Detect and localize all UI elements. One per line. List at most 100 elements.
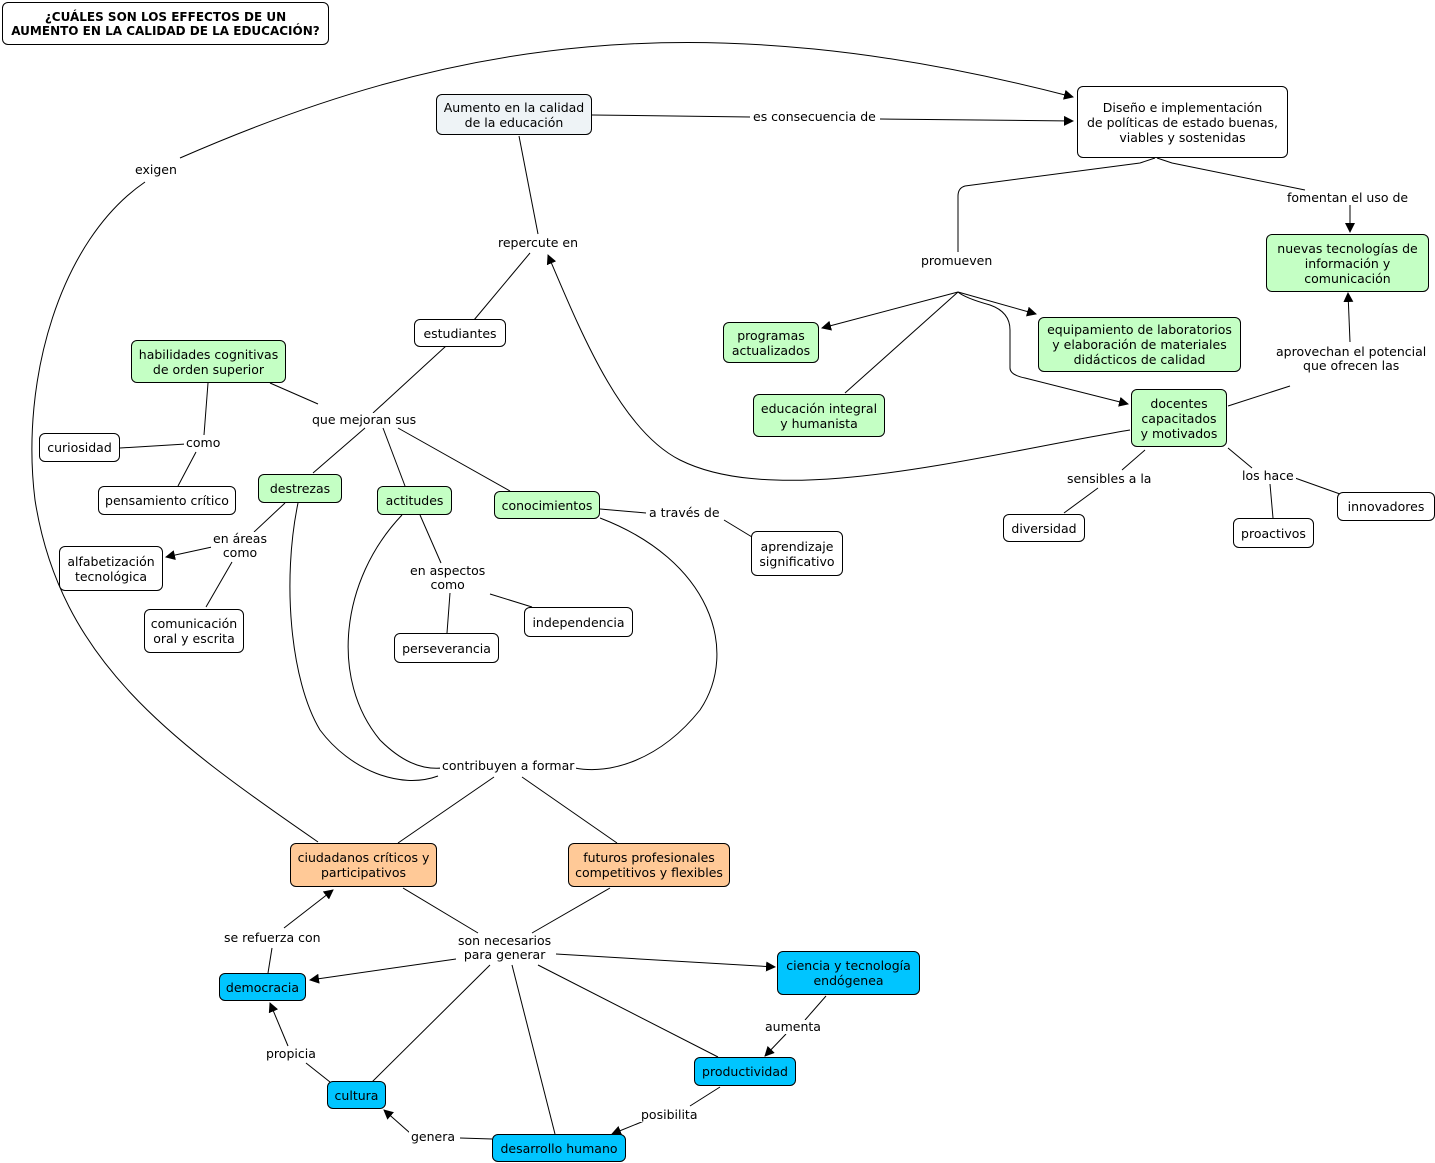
concept-innovadores[interactable]: innovadores — [1337, 492, 1435, 521]
link-aumenta: aumenta — [763, 1019, 823, 1034]
connector-necesarios-to-cultura — [371, 964, 491, 1083]
link-en-aspectos-como: en aspectos como — [408, 563, 488, 592]
connector-conocimientos-to-contribuyen — [574, 517, 718, 771]
connector-ciudadanos-to-exigen — [31, 181, 319, 843]
connector-label-to-diseno — [879, 115, 1074, 126]
link-promueven: promueven — [919, 253, 995, 268]
connector-contribuyen-to-futuros — [521, 776, 618, 844]
link-sensibles-a-la: sensibles a la — [1065, 471, 1154, 486]
concept-programas-actualizados[interactable]: programas actualizados — [723, 322, 819, 363]
concept-cultura[interactable]: cultura — [327, 1081, 386, 1109]
connector-propicia-to-democracia — [268, 1002, 289, 1047]
connector-ciencia-to-aumenta — [804, 995, 827, 1021]
link-en-areas-como: en áreas como — [211, 531, 269, 560]
connector-sensibles-to-diversidad — [1063, 487, 1099, 514]
connector-atraves-to-aprendizaje — [723, 519, 753, 538]
link-se-refuerza-con: se refuerza con — [222, 930, 323, 945]
connector-contribuyen-to-ciudadanos — [397, 776, 495, 844]
connector-democracia-to-serefuerza — [267, 947, 273, 974]
connector-docentes-to-aprovechan — [1227, 385, 1291, 407]
connector-como-to-pensamiento — [177, 451, 197, 487]
concept-actitudes[interactable]: actitudes — [377, 486, 452, 515]
concept-pensamiento-critico[interactable]: pensamiento crítico — [98, 486, 236, 515]
connector-aprovechan-to-tic — [1343, 292, 1354, 343]
connector-aumento-to-repercute — [518, 135, 539, 235]
connector-mejoran-to-actitudes — [382, 427, 406, 487]
connector-diseno-to-fomentan — [1156, 157, 1306, 191]
link-fomentan-el-uso-de: fomentan el uso de — [1285, 190, 1411, 205]
concept-ciudadanos-criticos[interactable]: ciudadanos críticos y participativos — [290, 843, 437, 887]
concept-educacion-integral[interactable]: educación integral y humanista — [753, 394, 885, 437]
link-como: como — [184, 435, 223, 450]
concept-diseno-politicas[interactable]: Diseño e implementación de políticas de … — [1077, 86, 1288, 158]
link-exigen: exigen — [133, 162, 179, 177]
link-los-hace: los hace — [1240, 468, 1296, 483]
concept-destrezas[interactable]: destrezas — [258, 474, 342, 503]
concept-estudiantes[interactable]: estudiantes — [414, 319, 506, 347]
connector-desarrollo-to-genera — [459, 1137, 493, 1140]
concept-comunicacion[interactable]: comunicación oral y escrita — [144, 609, 244, 653]
connector-promueven-to-docentes — [957, 291, 1129, 407]
concept-aprendizaje-significativo[interactable]: aprendizaje significativo — [751, 531, 843, 576]
connector-docentes-to-repercute — [546, 254, 1131, 481]
link-posibilita: posibilita — [639, 1107, 700, 1122]
connector-estudiantes-to-mejoran — [372, 345, 447, 414]
connector-necesarios-to-desarrollo — [511, 964, 556, 1135]
link-a-traves-de: a través de — [647, 505, 722, 520]
connector-promueven-to-educacion — [844, 291, 959, 394]
connector-necesarios-to-productividad — [537, 964, 719, 1058]
connector-necesarios-to-democracia — [309, 958, 457, 984]
connector-docentes-to-loshace — [1227, 447, 1253, 469]
connector-habilidades-to-mejoran — [269, 382, 319, 405]
connector-posibilita-to-desarrollo — [611, 1120, 645, 1136]
connector-destrezas-to-contribuyen — [289, 502, 439, 781]
link-aprovechan-el-potencial: aprovechan el potencial que ofrecen las — [1274, 344, 1429, 373]
concept-ciencia-tecnologia[interactable]: ciencia y tecnología endógenea — [777, 951, 920, 995]
connector-conocimientos-to-atraves — [599, 508, 647, 514]
connector-genera-to-cultura — [383, 1109, 411, 1134]
connector-actitudes-to-contribuyen — [347, 514, 443, 769]
link-son-necesarios: son necesarios para generar — [456, 933, 554, 962]
connector-mejoran-to-destrezas — [312, 427, 366, 474]
concept-productividad[interactable]: productividad — [694, 1057, 796, 1086]
connector-enaspectos-to-perseverancia — [446, 592, 451, 634]
concept-futuros-profesionales[interactable]: futuros profesionales competitivos y fle… — [568, 843, 730, 887]
concept-perseverancia[interactable]: perseverancia — [394, 633, 499, 663]
connector-repercute-to-estudiantes — [473, 252, 531, 321]
concept-proactivos[interactable]: proactivos — [1233, 518, 1314, 548]
concept-equipamiento[interactable]: equipamiento de laboratorios y elaboraci… — [1038, 317, 1241, 372]
concept-curiosidad[interactable]: curiosidad — [39, 433, 120, 462]
connector-diseno-to-promueven — [957, 157, 1156, 252]
connector-promueven-to-equipamiento — [957, 291, 1037, 317]
connector-necesarios-to-ciencia — [555, 953, 776, 972]
connector-aumento-to-label — [591, 114, 751, 118]
connector-mejoran-to-conocimientos — [397, 427, 511, 492]
link-genera: genera — [409, 1129, 458, 1144]
connector-promueven-to-programas — [821, 291, 959, 331]
connector-loshace-to-proactivos — [1269, 483, 1274, 519]
link-que-mejoran-sus: que mejoran sus — [310, 412, 419, 427]
concept-aumento-calidad[interactable]: Aumento en la calidad de la educación — [436, 94, 592, 135]
connector-exigen-to-diseno — [179, 42, 1074, 159]
concept-diversidad[interactable]: diversidad — [1003, 514, 1085, 542]
connector-destrezas-to-enareas — [253, 502, 286, 533]
connector-docentes-to-sensibles — [1121, 449, 1146, 471]
link-es-consecuencia-de: es consecuencia de — [751, 109, 878, 124]
concept-independencia[interactable]: independencia — [524, 607, 633, 637]
concept-desarrollo-humano[interactable]: desarrollo humano — [492, 1134, 626, 1162]
concept-nuevas-tecnologias[interactable]: nuevas tecnologías de información y comu… — [1266, 234, 1429, 292]
concept-habilidades-cognitivas[interactable]: habilidades cognitivas de orden superior — [131, 340, 286, 383]
connector-futuros-to-necesarios — [531, 887, 611, 934]
connector-cultura-to-propicia — [305, 1062, 331, 1083]
concept-docentes[interactable]: docentes capacitados y motivados — [1131, 389, 1227, 447]
concept-alfabetizacion-tecnologica[interactable]: alfabetización tecnológica — [59, 546, 163, 591]
link-repercute-en: repercute en — [496, 235, 581, 250]
concept-conocimientos[interactable]: conocimientos — [494, 491, 600, 519]
connector-loshace-to-innovadores — [1294, 477, 1341, 495]
connector-enaspectos-to-independencia — [489, 593, 533, 608]
concept-democracia[interactable]: democracia — [219, 973, 306, 1001]
map-title: ¿CUÁLES SON LOS EFFECTOS DE UN AUMENTO E… — [2, 2, 329, 45]
connector-habilidades-to-como — [203, 382, 209, 436]
connector-ciudadanos-to-necesarios — [402, 887, 479, 934]
